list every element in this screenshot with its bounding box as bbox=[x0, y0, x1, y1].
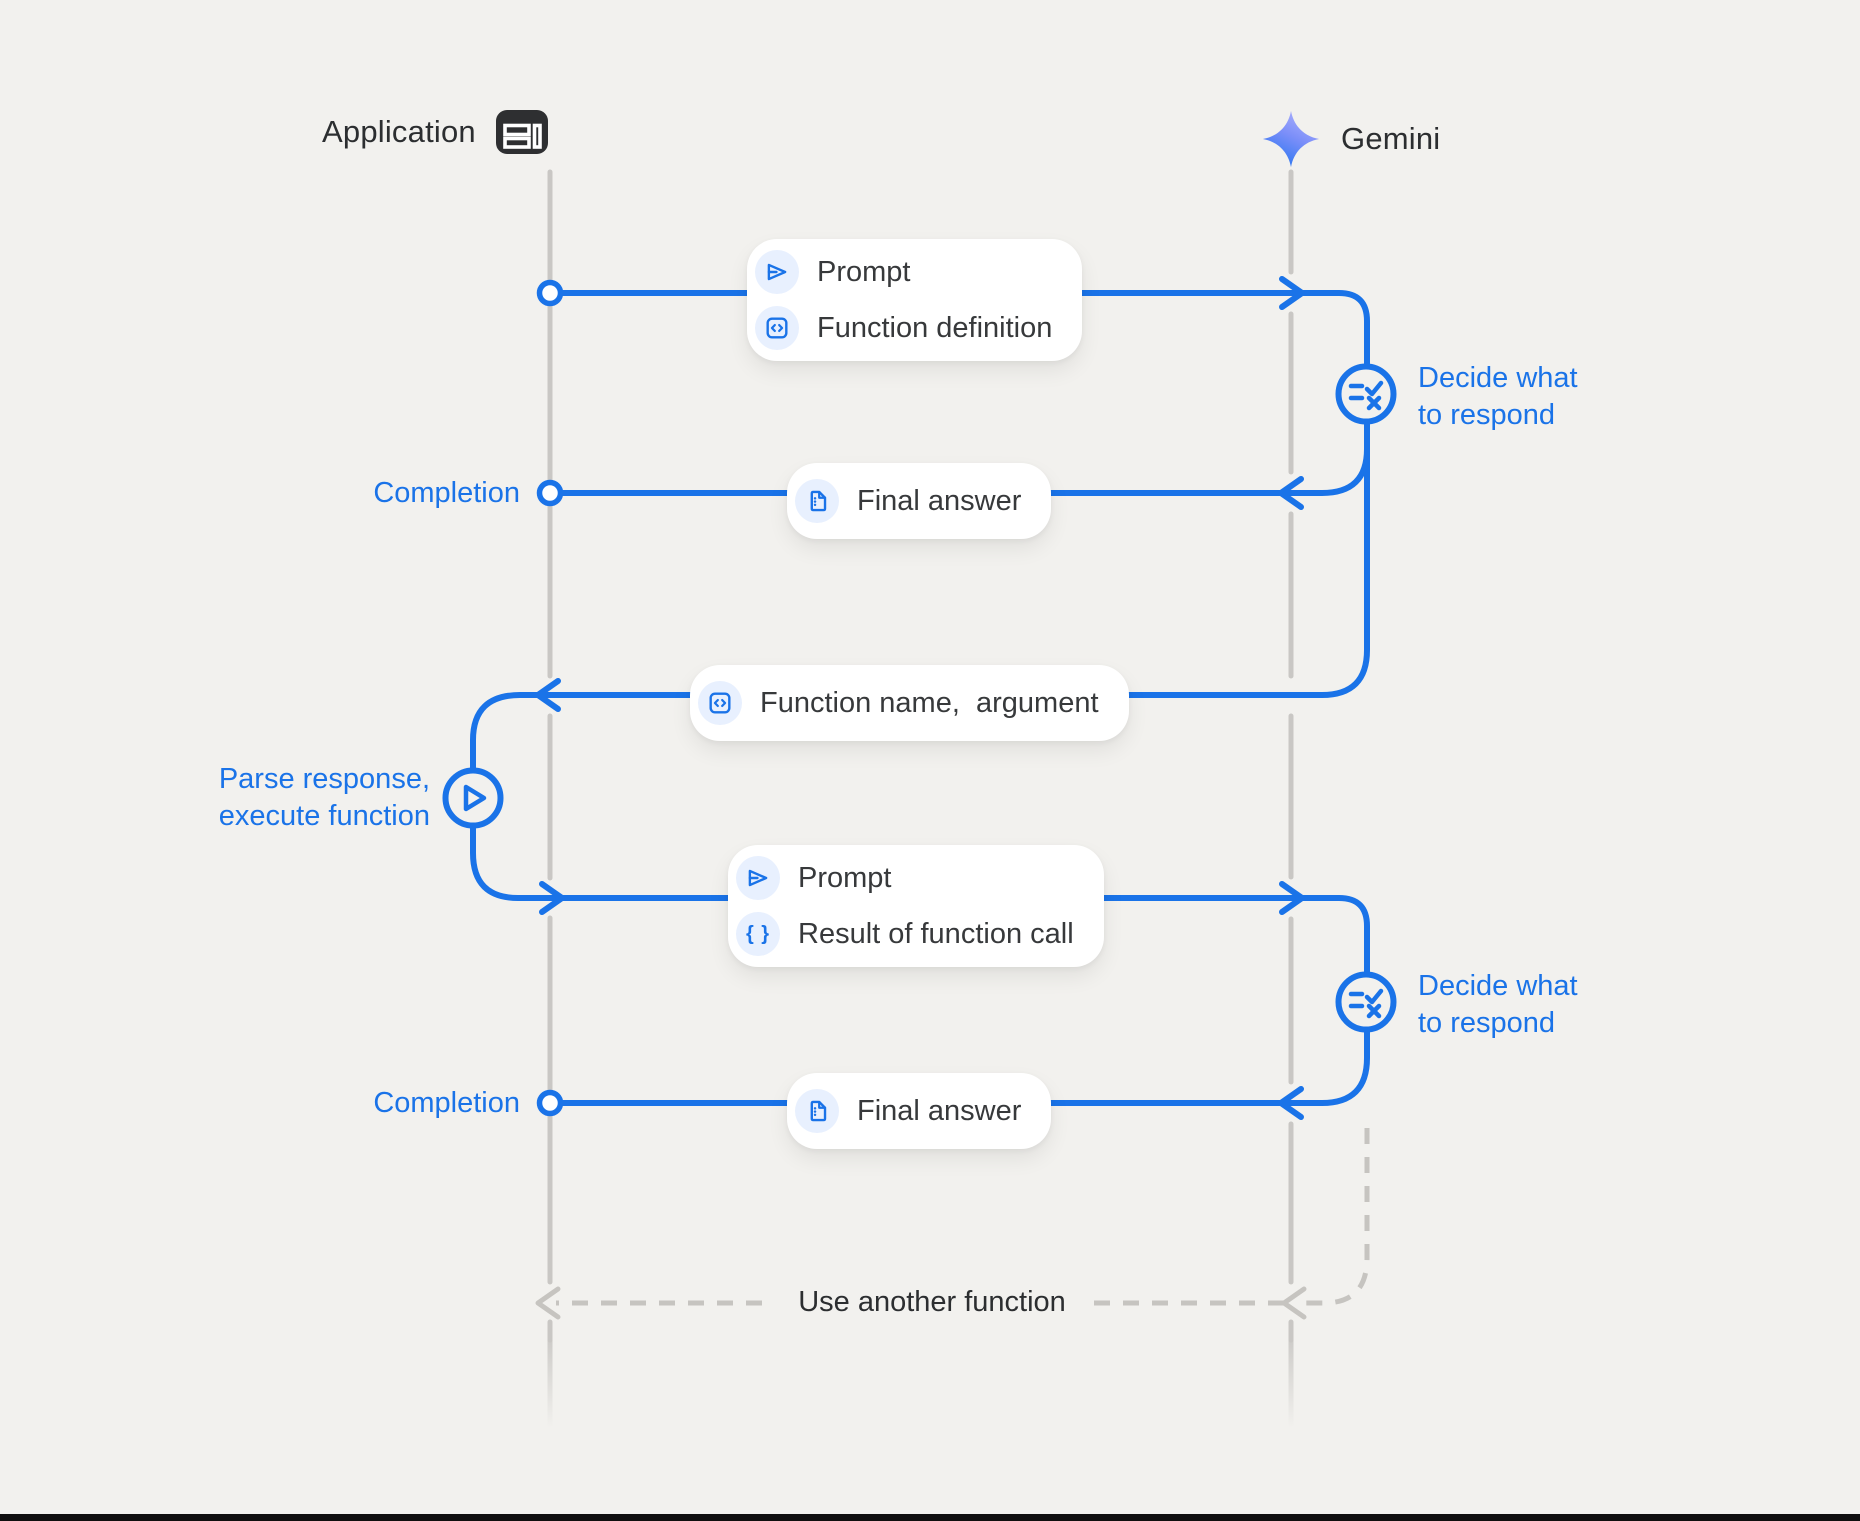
card-function-name-argument: Function name, argument bbox=[690, 665, 1129, 741]
card-row: Prompt bbox=[755, 250, 1052, 294]
card-label-prompt: Prompt bbox=[817, 255, 911, 288]
card-row: Final answer bbox=[795, 1089, 1021, 1133]
loop-back-dashed-path bbox=[535, 1128, 1370, 1320]
gemini-star-icon bbox=[1261, 108, 1321, 170]
card-prompt-function-definition: Prompt Function definition bbox=[747, 239, 1083, 361]
arrowheads bbox=[535, 276, 1305, 1120]
card-row: Function definition bbox=[755, 306, 1052, 350]
code-box-icon bbox=[698, 681, 742, 725]
card-label-prompt: Prompt bbox=[798, 861, 892, 894]
arrowhead-right-row4 bbox=[539, 881, 565, 915]
parse-execute-note: Parse response, execute function bbox=[218, 763, 430, 832]
card-row: Final answer bbox=[795, 479, 1021, 523]
card-prompt-result: Prompt { } Result of function call bbox=[728, 845, 1104, 967]
completion-note-2: Completion bbox=[373, 1087, 520, 1119]
card-label-final-answer: Final answer bbox=[857, 484, 1022, 517]
arrowhead-left-row3 bbox=[535, 678, 561, 712]
application-header: Application bbox=[322, 110, 548, 154]
rule-check-icon bbox=[1348, 988, 1384, 1019]
completion-note-1: Completion bbox=[373, 477, 520, 509]
card-row: Function name, argument bbox=[698, 681, 1099, 725]
rule-check-icon bbox=[1348, 380, 1384, 411]
card-label-function-definition: Function definition bbox=[817, 311, 1053, 344]
send-icon bbox=[755, 250, 799, 294]
arrowhead-left-row2 bbox=[1278, 476, 1304, 510]
card-label-final-answer: Final answer bbox=[857, 1094, 1022, 1127]
arrowhead-right-row1 bbox=[1279, 276, 1305, 310]
play-icon bbox=[463, 784, 487, 812]
gemini-label: Gemini bbox=[1341, 121, 1441, 156]
decide-note-1: Decide what to respond bbox=[1418, 362, 1578, 431]
document-icon bbox=[795, 1089, 839, 1133]
decide-note-2: Decide what to respond bbox=[1418, 970, 1578, 1039]
card-label-function-name: Function name, argument bbox=[760, 686, 1099, 719]
card-row: { } Result of function call bbox=[736, 912, 1074, 956]
application-label: Application bbox=[322, 114, 476, 149]
document-icon bbox=[795, 479, 839, 523]
send-icon bbox=[736, 856, 780, 900]
start-circle-completion-1 bbox=[536, 479, 564, 507]
start-circle-completion-2 bbox=[536, 1089, 564, 1117]
code-box-icon bbox=[755, 306, 799, 350]
arrowhead-left-row5 bbox=[1278, 1086, 1304, 1120]
braces-icon: { } bbox=[736, 912, 780, 956]
decide-node-1 bbox=[1335, 363, 1397, 425]
card-final-answer-1: Final answer bbox=[787, 463, 1052, 539]
use-another-function-note: Use another function bbox=[770, 1286, 1094, 1319]
window-layout-icon bbox=[495, 110, 548, 154]
message-start-circles bbox=[536, 279, 564, 1117]
braces-glyph: { } bbox=[745, 923, 771, 945]
card-final-answer-2: Final answer bbox=[787, 1073, 1052, 1149]
arrowhead-right-row4b bbox=[1279, 881, 1305, 915]
gemini-header: Gemini bbox=[1261, 108, 1440, 170]
loop-arrowhead-application bbox=[535, 1286, 561, 1320]
bottom-bar bbox=[0, 1514, 1860, 1521]
parse-execute-node bbox=[442, 767, 504, 829]
loop-arrowhead-gemini bbox=[1281, 1286, 1307, 1320]
decide-node-2 bbox=[1335, 971, 1397, 1033]
start-circle-prompt bbox=[536, 279, 564, 307]
card-row: Prompt bbox=[736, 856, 1074, 900]
card-label-result: Result of function call bbox=[798, 917, 1074, 950]
